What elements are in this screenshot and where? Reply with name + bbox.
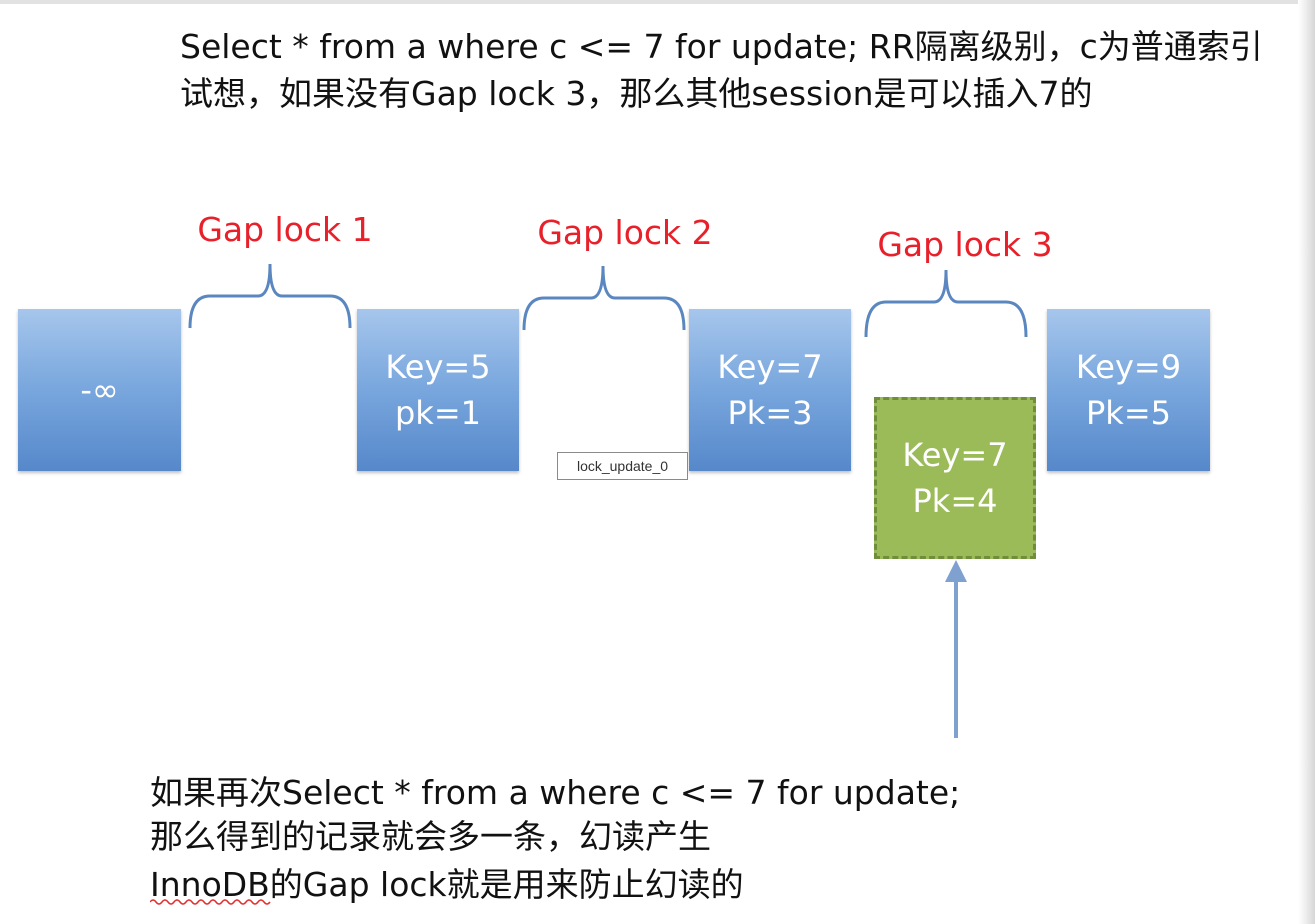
gap-lock-2-label: Gap lock 2 <box>537 213 713 252</box>
footer-line-1: 如果再次Select * from a where c <= 7 for upd… <box>150 773 961 812</box>
gap-lock-3-label: Gap lock 3 <box>877 225 1053 264</box>
spellcheck-underline <box>150 899 271 905</box>
record-key-5-pk: pk=1 <box>394 394 481 432</box>
record-neg-infinity-label: -∞ <box>80 371 119 409</box>
heading-line-1: Select * from a where c <= 7 for update;… <box>180 27 1263 66</box>
record-block-key-9: Key=9 Pk=5 <box>1047 309 1210 471</box>
gap-lock-2-brace <box>522 265 686 331</box>
footer-line-3: InnoDB的Gap lock就是用来防止幻读的 <box>150 865 744 904</box>
gap-lock-1-label: Gap lock 1 <box>197 210 373 249</box>
record-block-neg-infinity: -∞ <box>18 309 181 471</box>
footer-line-2: 那么得到的记录就会多一条，幻读产生 <box>150 817 711 856</box>
record-key-7-pk: Pk=3 <box>727 394 813 432</box>
hover-tooltip: lock_update_0 <box>557 452 688 480</box>
record-block-key-5: Key=5 pk=1 <box>357 309 519 471</box>
record-key-9-key: Key=9 <box>1075 348 1182 386</box>
frame-top-edge <box>0 0 1315 4</box>
inserted-record-key: Key=7 <box>902 436 1008 474</box>
inserted-record-block: Key=7 Pk=4 <box>874 397 1036 559</box>
record-key-5-key: Key=5 <box>385 348 491 386</box>
gap-lock-3-brace <box>864 269 1028 338</box>
heading-line-2: 试想，如果没有Gap lock 3，那么其他session是可以插入7的 <box>180 74 1093 113</box>
record-key-7-key: Key=7 <box>717 348 823 386</box>
gap-lock-1-brace <box>188 263 352 329</box>
insert-arrow-head <box>945 560 967 582</box>
window-frame-edge <box>1298 0 1315 924</box>
inserted-record-pk: Pk=4 <box>912 482 998 520</box>
record-key-9-pk: Pk=5 <box>1086 394 1171 432</box>
record-block-key-7: Key=7 Pk=3 <box>689 309 851 471</box>
